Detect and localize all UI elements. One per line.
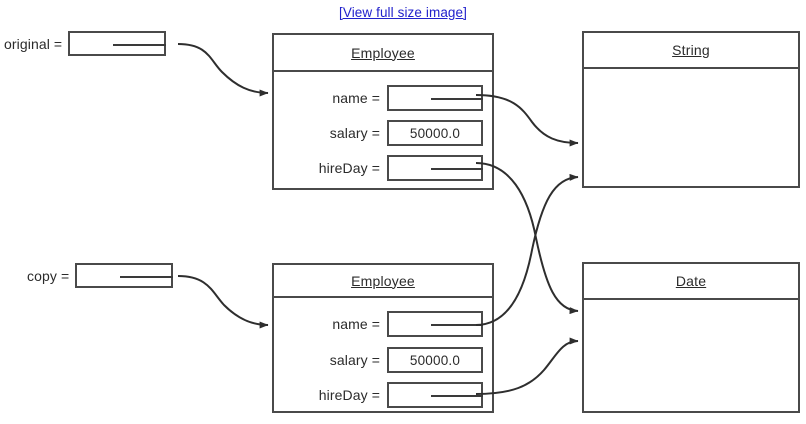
arrow-copy-to-employee [177,275,269,329]
pointer-stub-icon [431,324,483,326]
field-value-cell[interactable]: 50000.0 [387,347,483,373]
field-label: name = [332,316,380,332]
string-object-body [584,69,798,186]
copy-variable: copy = [27,263,174,288]
string-object-box[interactable]: String [582,31,800,188]
date-object-body [584,300,798,411]
employee-copy-field-hireday: hireDay = [302,382,483,408]
employee-copy-title-bar: Employee [274,265,492,298]
field-label: hireDay = [318,387,380,403]
field-label: salary = [329,125,380,141]
original-variable-cell[interactable] [68,31,167,56]
field-value-cell[interactable] [387,85,483,111]
view-full-size-image-link[interactable]: [View full size image] [338,5,467,20]
field-value-cell[interactable] [387,311,483,337]
arrow-original-to-employee [177,43,269,97]
employee-original-field-name: name = [302,85,483,111]
date-object-box[interactable]: Date [582,262,800,413]
employee-original-title-bar: Employee [274,35,492,72]
employee-copy-title: Employee [351,272,415,289]
pointer-stub-icon [431,395,483,397]
copy-variable-cell[interactable] [75,263,174,288]
field-value-cell[interactable] [387,382,483,408]
employee-original-field-hireday: hireDay = [302,155,483,181]
copy-variable-label: copy = [27,267,70,284]
original-variable-label: original = [4,35,63,52]
pointer-stub-icon [113,43,167,46]
pointer-stub-icon [431,168,483,170]
field-label: name = [332,90,380,106]
pointer-stub-icon [120,275,174,278]
field-label: hireDay = [318,160,380,176]
employee-original-title: Employee [351,44,415,61]
employee-copy-box[interactable]: Employee name = salary = 50000.0 hireDay… [272,263,494,413]
employee-original-box[interactable]: Employee name = salary = 50000.0 hireDay… [272,33,494,190]
pointer-stub-icon [431,98,483,100]
field-value-cell[interactable]: 50000.0 [387,120,483,146]
original-variable: original = [4,31,167,56]
employee-copy-field-salary: salary = 50000.0 [302,347,483,373]
string-object-title: String [672,42,710,58]
field-label: salary = [329,352,380,368]
date-object-title-bar: Date [584,264,798,300]
employee-copy-field-name: name = [302,311,483,337]
string-object-title-bar: String [584,33,798,69]
date-object-title: Date [675,273,707,289]
field-value-cell[interactable] [387,155,483,181]
employee-original-field-salary: salary = 50000.0 [302,120,483,146]
